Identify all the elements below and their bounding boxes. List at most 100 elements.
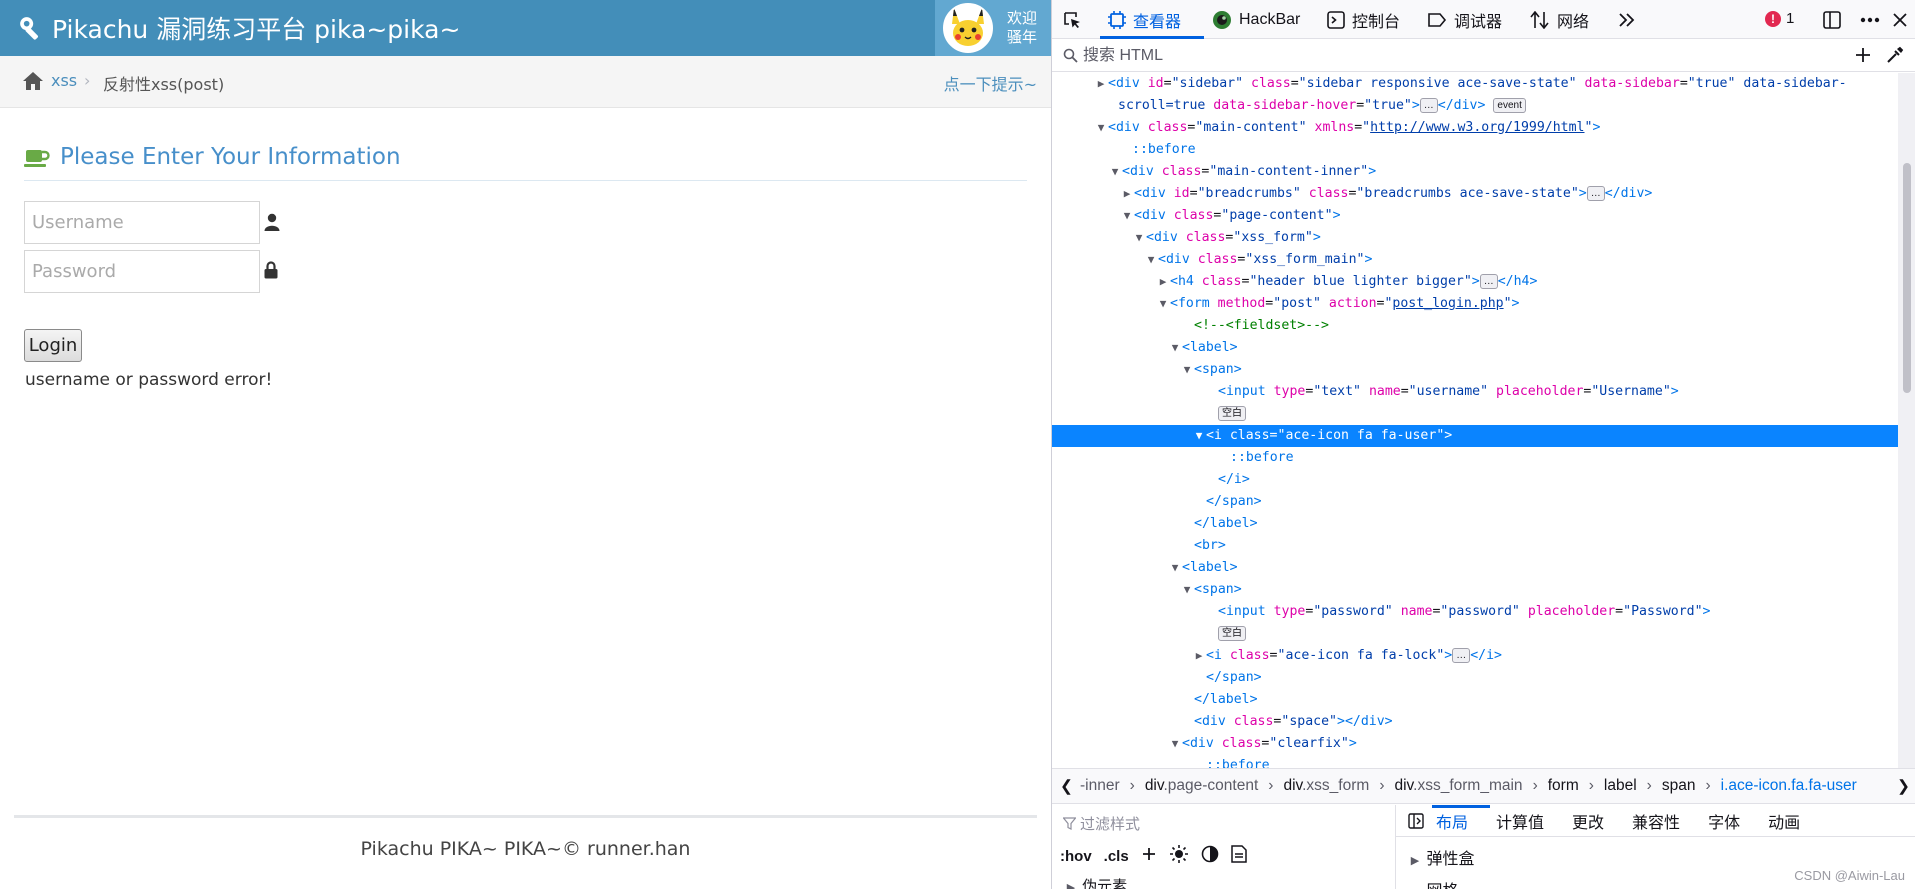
filter-styles-input[interactable]: 过滤样式 bbox=[1080, 816, 1141, 833]
markup-node-row[interactable]: 空白 bbox=[1052, 623, 1898, 645]
tab-changes[interactable]: 更改 bbox=[1572, 814, 1605, 832]
markup-node-row[interactable]: <input type="password" name="password" p… bbox=[1218, 604, 1711, 619]
cls-toggle[interactable]: .cls bbox=[1103, 847, 1129, 865]
print-media-icon[interactable] bbox=[1230, 845, 1247, 867]
markup-node-row[interactable]: <div class="space"></div> bbox=[1194, 714, 1393, 729]
collapse-arrow-icon[interactable]: ▼ bbox=[1183, 583, 1191, 596]
expand-arrow-icon[interactable]: ▶ bbox=[1159, 275, 1167, 288]
expand-arrow-icon[interactable]: ▶ bbox=[1123, 187, 1131, 200]
markup-scrollbar[interactable] bbox=[1898, 73, 1915, 768]
tab-debugger[interactable]: 调试器 bbox=[1427, 0, 1502, 39]
node-breadcrumb-item[interactable]: div.page-content bbox=[1144, 777, 1259, 794]
tab-layout[interactable]: 布局 bbox=[1436, 814, 1469, 832]
node-breadcrumb-item[interactable]: span bbox=[1661, 777, 1696, 794]
tab-computed[interactable]: 计算值 bbox=[1496, 814, 1545, 832]
markup-node-row[interactable]: <br> bbox=[1194, 538, 1226, 553]
responsive-mode-button[interactable] bbox=[1822, 0, 1849, 39]
node-breadcrumb-item[interactable]: i.ace-icon.fa.fa-user bbox=[1720, 777, 1857, 794]
node-breadcrumb-item[interactable]: label bbox=[1603, 777, 1637, 794]
markup-node-row[interactable]: ▶<i class="ace-icon fa fa-lock">…</i> bbox=[1052, 645, 1898, 667]
collapse-arrow-icon[interactable]: ▼ bbox=[1097, 121, 1105, 134]
markup-node-row[interactable]: </i> bbox=[1218, 472, 1250, 487]
password-input[interactable] bbox=[24, 250, 260, 293]
markup-node-row[interactable]: scroll=true data-sidebar-hover="true">…<… bbox=[1052, 95, 1898, 117]
light-theme-icon[interactable] bbox=[1169, 844, 1189, 868]
markup-node-row[interactable]: ▼<label> bbox=[1052, 557, 1898, 579]
expand-arrow-icon[interactable]: ▶ bbox=[1195, 649, 1203, 662]
markup-node-row[interactable]: ▼<div class="main-content" xmlns="http:/… bbox=[1052, 117, 1898, 139]
markup-node-row[interactable]: ▼<div class="page-content"> bbox=[1052, 205, 1898, 227]
tab-compatibility[interactable]: 兼容性 bbox=[1632, 814, 1681, 832]
node-breadcrumb-item[interactable]: div.xss_form bbox=[1283, 777, 1370, 794]
collapse-arrow-icon[interactable]: ▼ bbox=[1171, 561, 1179, 574]
markup-node-row[interactable]: ▼<div class="xss_form_main"> bbox=[1052, 249, 1898, 271]
brand[interactable]: Pikachu 漏洞练习平台 pika~pika~ bbox=[18, 0, 460, 56]
hint-link[interactable]: 点一下提示~ bbox=[943, 75, 1037, 94]
username-input[interactable] bbox=[24, 201, 260, 244]
toggle-sidebar-button[interactable] bbox=[1396, 812, 1436, 829]
collapse-arrow-icon[interactable]: ▼ bbox=[1147, 253, 1155, 266]
pseudo-elements-section[interactable]: ▶ 伪元素 bbox=[1064, 875, 1127, 889]
more-tabs-button[interactable] bbox=[1618, 0, 1643, 39]
collapse-arrow-icon[interactable]: ▼ bbox=[1111, 165, 1119, 178]
grid-section[interactable]: ▼ 网格 bbox=[1408, 877, 1459, 889]
add-node-icon[interactable] bbox=[1853, 45, 1873, 65]
markup-node-row[interactable]: ::before bbox=[1206, 758, 1270, 768]
node-breadcrumb-item[interactable]: div.xss_form_main bbox=[1394, 777, 1523, 794]
tab-hackbar[interactable]: HackBar bbox=[1212, 0, 1300, 39]
tab-network[interactable]: 网络 bbox=[1530, 0, 1589, 39]
markup-node-row[interactable]: </span> bbox=[1206, 494, 1262, 509]
markup-node-row[interactable]: ▼<span> bbox=[1052, 579, 1898, 601]
markup-node-row[interactable]: ▼<div class="main-content-inner"> bbox=[1052, 161, 1898, 183]
collapse-arrow-icon[interactable]: ▼ bbox=[1171, 341, 1179, 354]
collapse-arrow-icon[interactable]: ▼ bbox=[1183, 363, 1191, 376]
markup-node-row[interactable]: ▶<div id="breadcrumbs" class="breadcrumb… bbox=[1052, 183, 1898, 205]
html-search-input[interactable] bbox=[1083, 44, 1823, 68]
tab-animations[interactable]: 动画 bbox=[1768, 814, 1801, 832]
expand-arrow-icon: ▶ bbox=[1066, 882, 1076, 889]
tab-inspector[interactable]: 查看器 bbox=[1108, 0, 1181, 39]
markup-node-row[interactable]: </label> bbox=[1194, 692, 1258, 707]
markup-node-row[interactable]: <input type="text" name="username" place… bbox=[1218, 384, 1679, 399]
markup-node-row[interactable]: ▼<form method="post" action="post_login.… bbox=[1052, 293, 1898, 315]
home-icon[interactable] bbox=[22, 71, 44, 91]
options-menu-button[interactable] bbox=[1860, 0, 1887, 39]
error-count-badge[interactable]: ! 1 bbox=[1765, 10, 1794, 27]
markup-node-row[interactable]: </label> bbox=[1194, 516, 1258, 531]
chevron-left-icon[interactable]: ❮ bbox=[1060, 778, 1073, 795]
markup-node-row[interactable]: ▼<div class="clearfix"> bbox=[1052, 733, 1898, 755]
flexbox-section[interactable]: ▶ 弹性盒 bbox=[1408, 845, 1475, 869]
element-picker-button[interactable] bbox=[1062, 0, 1089, 39]
close-devtools-button[interactable] bbox=[1892, 0, 1915, 39]
user-menu[interactable]: 欢迎 骚年 bbox=[935, 0, 1051, 56]
expand-arrow-icon[interactable]: ▶ bbox=[1097, 77, 1105, 90]
markup-node-row[interactable]: </span> bbox=[1206, 670, 1262, 685]
node-breadcrumb-item[interactable]: form bbox=[1547, 777, 1579, 794]
collapse-arrow-icon[interactable]: ▼ bbox=[1171, 737, 1179, 750]
collapse-arrow-icon[interactable]: ▼ bbox=[1195, 429, 1203, 442]
tab-console[interactable]: 控制台 bbox=[1327, 0, 1400, 39]
markup-node-row[interactable]: ▶<div id="sidebar" class="sidebar respon… bbox=[1052, 73, 1898, 95]
chevron-right-icon[interactable]: ❯ bbox=[1897, 778, 1910, 795]
collapse-arrow-icon[interactable]: ▼ bbox=[1123, 209, 1131, 222]
login-button[interactable]: Login bbox=[24, 329, 82, 362]
eyedropper-icon[interactable] bbox=[1886, 46, 1904, 64]
markup-node-row[interactable]: ▶<h4 class="header blue lighter bigger">… bbox=[1052, 271, 1898, 293]
node-breadcrumb-item[interactable]: -inner bbox=[1080, 777, 1120, 794]
markup-node-row[interactable]: ::before bbox=[1230, 450, 1294, 465]
add-rule-icon[interactable] bbox=[1141, 846, 1157, 866]
markup-node-row[interactable]: ▼<div class="xss_form"> bbox=[1052, 227, 1898, 249]
markup-node-row[interactable]: ▼<span> bbox=[1052, 359, 1898, 381]
collapse-arrow-icon[interactable]: ▼ bbox=[1135, 231, 1143, 244]
markup-node-row[interactable]: 空白 bbox=[1052, 403, 1898, 425]
hov-toggle[interactable]: :hov bbox=[1060, 847, 1092, 865]
markup-node-row[interactable]: <!--<fieldset>--> bbox=[1194, 318, 1329, 333]
markup-node-row[interactable]: ::before bbox=[1132, 142, 1196, 157]
markup-node-row[interactable]: ▼<i class="ace-icon fa fa-user"> bbox=[1052, 425, 1898, 447]
breadcrumb-link-xss[interactable]: xss bbox=[51, 71, 78, 90]
dark-theme-icon[interactable] bbox=[1201, 845, 1219, 867]
tab-fonts[interactable]: 字体 bbox=[1708, 814, 1741, 832]
collapse-arrow-icon[interactable]: ▼ bbox=[1159, 297, 1167, 310]
scrollbar-thumb[interactable] bbox=[1903, 163, 1911, 393]
markup-node-row[interactable]: ▼<label> bbox=[1052, 337, 1898, 359]
